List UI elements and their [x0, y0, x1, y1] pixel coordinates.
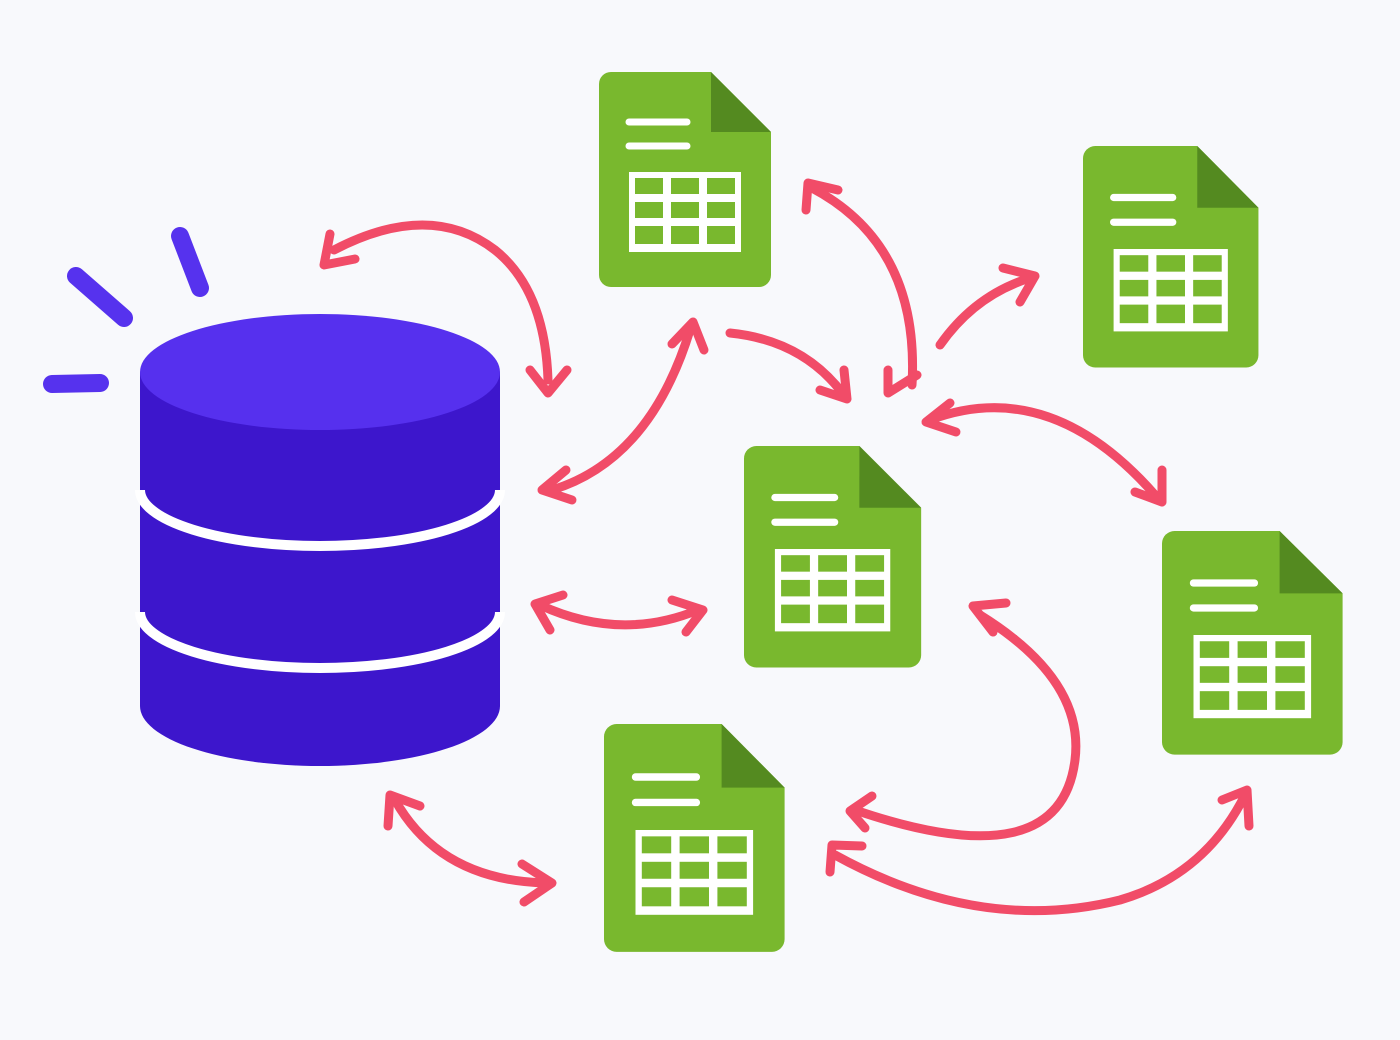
bidirectional-arrow — [845, 598, 1081, 841]
database-body — [140, 372, 500, 766]
bidirectional-arrow — [383, 790, 557, 907]
database-top — [140, 314, 500, 430]
connection-arrows — [319, 178, 1254, 916]
bidirectional-arrow — [825, 785, 1254, 916]
bidirectional-arrow — [725, 328, 852, 404]
bidirectional-arrow — [530, 590, 708, 637]
spark-lines — [43, 227, 209, 393]
database-band-1 — [135, 489, 505, 551]
spark-line-middle — [67, 267, 133, 327]
bidirectional-arrow — [801, 178, 922, 398]
spark-line-top — [171, 227, 209, 297]
database-band-2 — [135, 611, 505, 673]
database-icon — [135, 314, 505, 766]
bidirectional-arrow — [319, 220, 572, 398]
bidirectional-arrow — [537, 317, 709, 505]
bidirectional-arrow — [935, 263, 1040, 350]
bidirectional-arrow — [921, 398, 1167, 507]
spark-line-bottom — [43, 374, 109, 393]
